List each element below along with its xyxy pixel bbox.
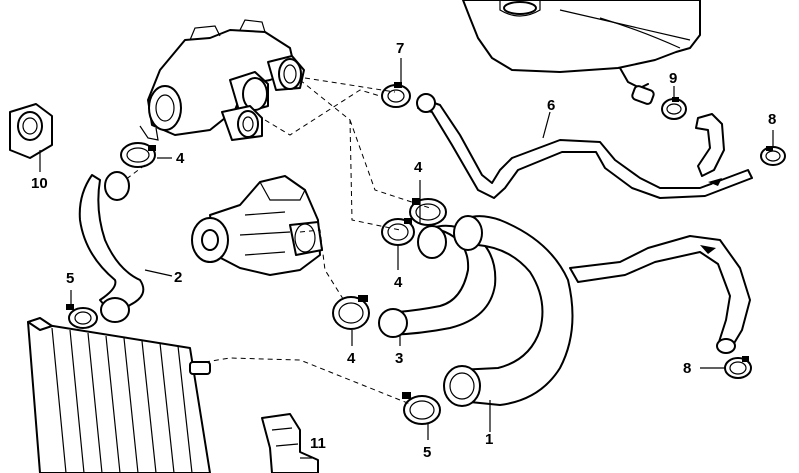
bracket-10 bbox=[9, 103, 53, 159]
hose-clamp-9 bbox=[661, 97, 687, 120]
radiator bbox=[27, 317, 211, 473]
callout-4-upper-right: 4 bbox=[414, 159, 423, 176]
hose-clamp-7 bbox=[381, 82, 411, 108]
callout-1: 1 bbox=[485, 431, 493, 448]
hose-clamp-4-top bbox=[120, 142, 156, 168]
hose-clamp-8-upper bbox=[760, 146, 786, 166]
callout-3: 3 bbox=[395, 350, 403, 367]
expansion-tank bbox=[462, 0, 701, 105]
upper-radiator-hose-1 bbox=[443, 215, 751, 407]
callout-5-left: 5 bbox=[66, 270, 74, 287]
hose-clamp-4-middle bbox=[381, 218, 415, 246]
callout-4-middle: 4 bbox=[394, 274, 403, 291]
hose-clamp-4-lower bbox=[332, 295, 370, 330]
callout-6: 6 bbox=[547, 97, 555, 114]
callout-4-lower: 4 bbox=[347, 350, 356, 367]
hose-clamp-5-left bbox=[66, 304, 98, 329]
callout-9: 9 bbox=[669, 70, 677, 87]
heater-hose-6 bbox=[416, 93, 753, 199]
callout-2: 2 bbox=[174, 269, 182, 286]
assembly-dashed-lines bbox=[124, 77, 431, 405]
thermostat-housing bbox=[139, 19, 305, 141]
hose-clamp-4-upper-right bbox=[409, 198, 447, 226]
callout-8-upper: 8 bbox=[768, 111, 776, 128]
callout-7: 7 bbox=[396, 40, 404, 57]
callout-8-lower: 8 bbox=[683, 360, 691, 377]
leader-lines bbox=[39, 58, 774, 459]
hose-clamp-8-lower bbox=[724, 356, 752, 379]
water-pump bbox=[191, 175, 323, 276]
callout-5-bottom: 5 bbox=[423, 444, 431, 461]
callout-11: 11 bbox=[310, 435, 326, 452]
callout-10: 10 bbox=[31, 175, 48, 192]
hose-clamp-5-bottom bbox=[402, 392, 441, 425]
callout-labels: 1 2 3 4 4 4 4 5 5 6 7 8 8 9 10 11 bbox=[31, 40, 776, 461]
callout-4-top: 4 bbox=[176, 150, 185, 167]
lower-hose-2 bbox=[78, 171, 145, 323]
